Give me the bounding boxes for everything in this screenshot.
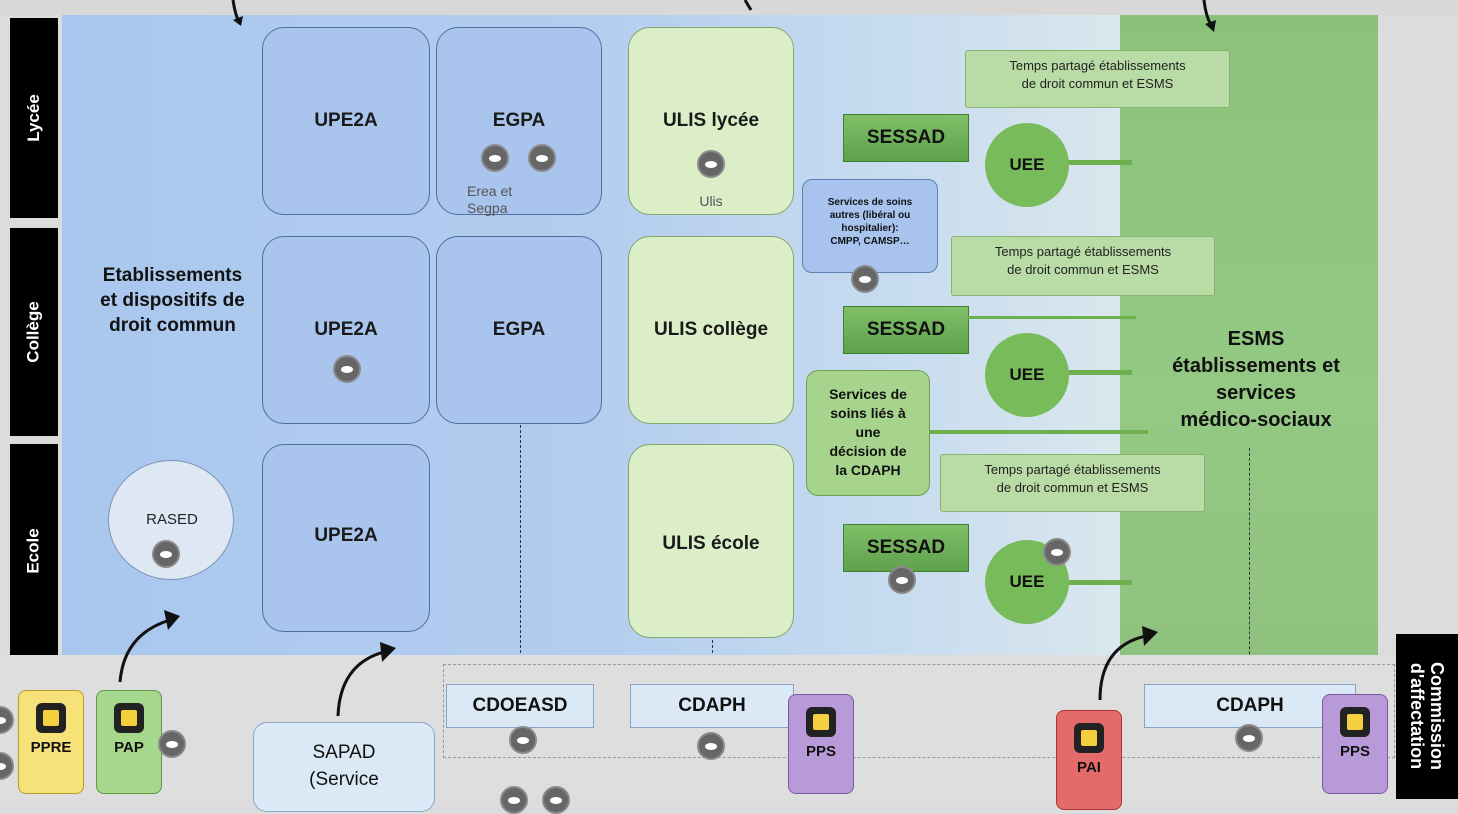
ulis-sub-label: Ulis <box>699 193 723 209</box>
pai-doc[interactable]: PAI <box>1056 710 1122 810</box>
level-college: Collège <box>10 228 58 436</box>
eye-icon[interactable] <box>697 732 725 760</box>
ulis-ecole-box: ULIS école <box>628 444 794 638</box>
cdaph-box: CDAPH <box>630 684 794 728</box>
arrow-up-icon <box>118 610 180 683</box>
eye-icon[interactable] <box>500 786 528 814</box>
arrow-up-icon <box>336 642 396 717</box>
arrow-down-icon <box>743 0 753 11</box>
eye-icon[interactable] <box>1235 724 1263 752</box>
uee-lycee: UEE <box>985 123 1069 207</box>
soins-line <box>930 430 1148 434</box>
dashed-connector <box>1249 448 1250 684</box>
eye-icon[interactable] <box>1043 538 1071 566</box>
arrow-up-icon <box>1098 626 1158 701</box>
ppre-doc[interactable]: PPRE <box>18 690 84 794</box>
uee-line <box>1060 160 1132 165</box>
dashed-connector <box>520 425 521 683</box>
edit-icon <box>806 707 836 737</box>
upe2a-college-box: UPE2A <box>262 236 430 424</box>
edit-icon <box>1074 723 1104 753</box>
eye-icon[interactable] <box>851 265 879 293</box>
ulis-college-box: ULIS collège <box>628 236 794 424</box>
uee-college: UEE <box>985 333 1069 417</box>
sapad-box: SAPAD(Service <box>253 722 435 812</box>
pap-doc[interactable]: PAP <box>96 690 162 794</box>
arrow-down-icon <box>1202 0 1216 32</box>
egpa-sub-label: Erea et Segpa <box>467 183 513 216</box>
eye-icon[interactable] <box>158 730 186 758</box>
eye-icon[interactable] <box>542 786 570 814</box>
rased-label: RASED <box>146 511 198 528</box>
eye-icon[interactable] <box>888 566 916 594</box>
upe2a-ecole-box: UPE2A <box>262 444 430 632</box>
pps-right-doc[interactable]: PPS <box>1322 694 1388 794</box>
top-strip <box>0 0 1458 15</box>
egpa-college-box: EGPA <box>436 236 602 424</box>
sessad-lycee: SESSAD <box>843 114 969 162</box>
sessad-college: SESSAD <box>843 306 969 354</box>
level-lycee: Lycée <box>10 18 58 218</box>
level-ecole: Ecole <box>10 444 58 658</box>
eye-icon[interactable] <box>333 355 361 383</box>
uee-ecole: UEE <box>985 540 1069 624</box>
egpa-lycee-box: EGPA Erea et Segpa <box>436 27 602 216</box>
cdaph-right-box: CDAPH <box>1144 684 1356 728</box>
uee-line <box>1060 370 1132 375</box>
eye-icon[interactable] <box>152 540 180 568</box>
edit-icon <box>1340 707 1370 737</box>
cdoeasd-box: CDOEASD <box>446 684 594 728</box>
ulis-lycee-box: ULIS lycée Ulis <box>628 27 794 215</box>
uee-line <box>1060 580 1132 585</box>
decision-dashed-box <box>443 664 1395 758</box>
eye-icon[interactable] <box>481 144 509 172</box>
pps-doc[interactable]: PPS <box>788 694 854 794</box>
edit-icon <box>114 703 144 733</box>
eye-icon[interactable] <box>509 726 537 754</box>
droit-commun-label: Etablissements et dispositifs de droit c… <box>100 265 245 336</box>
upe2a-lycee-box: UPE2A <box>262 27 430 215</box>
sessad-ecole: SESSAD <box>843 524 969 572</box>
edit-icon <box>36 703 66 733</box>
arrow-down-icon <box>231 0 243 26</box>
eye-icon[interactable] <box>528 144 556 172</box>
sessad-line <box>968 316 1136 319</box>
eye-icon[interactable] <box>697 150 725 178</box>
